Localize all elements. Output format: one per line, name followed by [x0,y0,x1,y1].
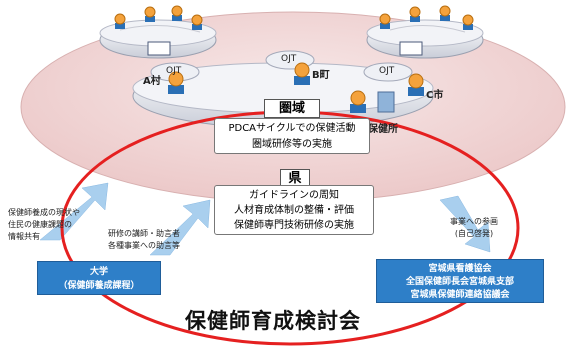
town-b-label: B町 [312,70,330,81]
university-box: 大学 （保健師養成課程） [37,261,161,295]
city-c-label: C市 [426,90,444,101]
people-icons-main [168,62,424,113]
ojt-label-3: OJT [379,66,395,76]
university-course: （保健師養成課程） [58,281,140,291]
people-icons-right [379,5,474,56]
ojt-label-2: OJT [281,54,297,64]
people-icons-left [114,5,203,56]
health-center-label: 保健所 [368,124,398,135]
ken-box: ガイドラインの周知 人材育成体制の整備・評価 保健師専門技術研修の実施 [214,185,374,235]
association-3: 宮城県保健師連絡協議会 [410,290,510,300]
ken-line-2: 人材育成体制の整備・評価 [234,205,354,216]
support-arrows [39,182,491,256]
ken-title: 県 [280,169,310,188]
association-2: 全国保健師長会宮城県支部 [405,277,514,287]
ojt-label-1: OJT [166,66,182,76]
lecturers-note: 研修の講師・助言者 各種事業への助言等 [108,229,180,250]
council-title: 保健師育成検討会 [185,309,361,333]
ken-iki-box: PDCAサイクルでの保健活動 圏域研修等の実施 [214,118,370,154]
university-name: 大学 [89,267,108,277]
ken-iki-title: 圏域 [264,99,320,118]
ken-iki-line-1: PDCAサイクルでの保健活動 [228,123,356,134]
info-share-note: 保健師養成の現状や 住民の健康課題の 情報共有 [8,208,80,241]
ken-iki-line-2: 圏域研修等の実施 [252,139,332,150]
ojt-disc-3 [363,62,413,82]
associations-box: 宮城県看護協会 全国保健師長会宮城県支部 宮城県保健師連絡協議会 [376,259,544,303]
association-1: 宮城県看護協会 [428,264,492,274]
ken-line-1: ガイドラインの周知 [249,190,339,201]
ken-line-3: 保健師専門技術研修の実施 [234,220,354,231]
village-a-label: A村 [143,76,161,87]
participation-note: 事業への参画 (自己啓発) [450,217,498,238]
